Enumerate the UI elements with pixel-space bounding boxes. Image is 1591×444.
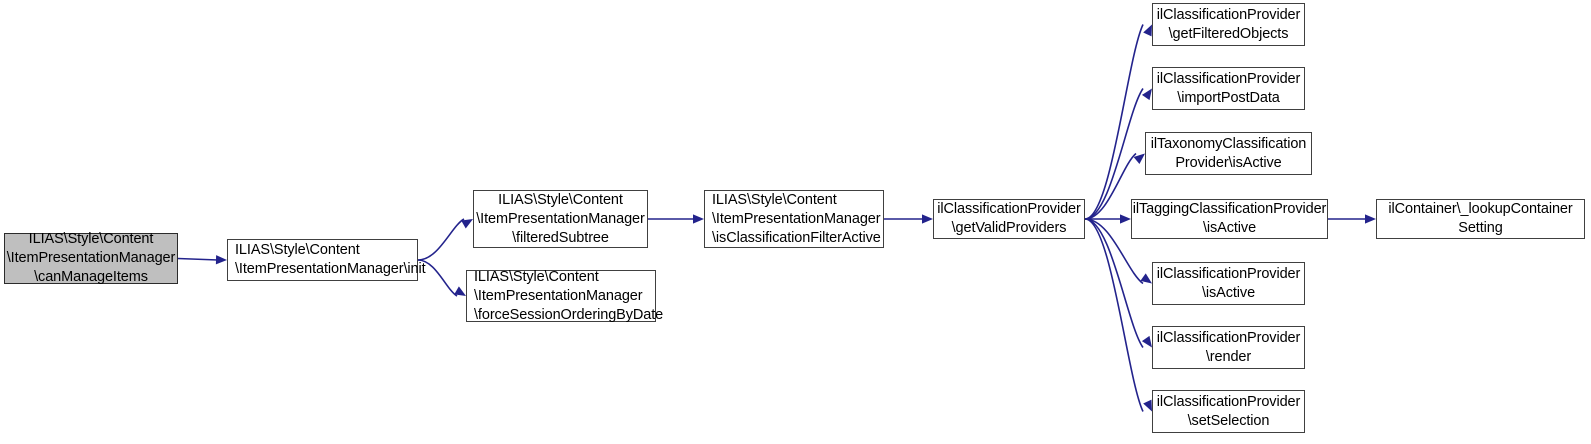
graph-node-label-line: ILIAS\Style\Content (28, 231, 154, 247)
graph-node-label-line: \importPostData (1177, 89, 1280, 106)
graph-arrowhead-isClassificationFilterActive-to-getValidProviders (922, 214, 933, 224)
graph-node-label-line: ilClassificationProvider (937, 201, 1081, 217)
graph-node-label-line: ILIAS\Style\Content (712, 191, 837, 208)
graph-node-label-line: Provider\isActive (1175, 154, 1282, 171)
graph-node-label-line: ILIAS\Style\Content (235, 242, 360, 258)
graph-node-importPostData[interactable]: ilClassificationProvider \importPostData (1152, 67, 1305, 110)
graph-arrowhead-getValidProviders-to-importPostData (1141, 88, 1152, 101)
graph-arrowhead-filteredSubtree-to-isClassificationFilterActive (693, 214, 704, 224)
graph-arrowhead-canManageItems-to-init (215, 255, 227, 265)
graph-node-init[interactable]: ILIAS\Style\Content \ItemPresentationMana… (227, 239, 426, 281)
graph-node-label-line: Setting (1458, 220, 1503, 236)
graph-node-isClassificationFilterActive[interactable]: ILIAS\Style\Content \ItemPresentationMana… (704, 190, 884, 248)
graph-arrowhead-init-to-forceSessionOrderingByDate (454, 286, 466, 296)
graph-node-label-line: \getFilteredObjects (1168, 25, 1289, 42)
graph-arrowhead-getValidProviders-to-taxonomyIsActive (1133, 153, 1145, 165)
graph-arrowhead-getValidProviders-to-setSelection (1143, 399, 1152, 412)
graph-node-label-line: ilClassificationProvider (1156, 393, 1301, 410)
graph-node-label-line: \ItemPresentationManager (476, 210, 645, 227)
graph-node-label-line: \getValidProviders (951, 220, 1067, 236)
graph-arrowhead-getValidProviders-to-taggingIsActive (1120, 214, 1131, 224)
graph-node-label-line: ILIAS\Style\Content (498, 191, 623, 208)
graph-edge-canManageItems-to-init (177, 257, 219, 261)
graph-node-label-line: \ItemPresentationManager (6, 250, 176, 266)
graph-arrowhead-getValidProviders-to-render (1141, 335, 1152, 348)
graph-arrowhead-getValidProviders-to-getFilteredObjects (1143, 24, 1152, 37)
graph-node-setSelection[interactable]: ilClassificationProvider \setSelection (1152, 390, 1305, 433)
graph-node-label-line: \filteredSubtree (512, 229, 609, 246)
graph-edge-getValidProviders-to-taxonomyIsActive (1084, 152, 1137, 220)
graph-node-taggingIsActive[interactable]: ilTaggingClassificationProvider \isActive (1131, 199, 1328, 239)
graph-arrowhead-getValidProviders-to-isActive (1140, 273, 1152, 284)
graph-node-render[interactable]: ilClassificationProvider \render (1152, 326, 1305, 369)
graph-node-label-line: \canManageItems (34, 269, 148, 285)
graph-arrowhead-init-to-filteredSubtree (461, 219, 473, 229)
graph-edge-init-to-filteredSubtree (417, 218, 465, 261)
graph-node-label-line: ilClassificationProvider (1156, 265, 1301, 282)
graph-node-label-line: ilTaggingClassificationProvider (1132, 201, 1327, 217)
graph-node-filteredSubtree[interactable]: ILIAS\Style\Content \ItemPresentationMana… (473, 190, 648, 248)
graph-arrowhead-taggingIsActive-to-lookupContainerSetting (1365, 214, 1376, 224)
graph-node-label-line: ilClassificationProvider (1156, 6, 1301, 23)
graph-node-label-line: ILIAS\Style\Content (474, 268, 599, 285)
graph-node-label-line: \ItemPresentationManager (474, 287, 643, 304)
graph-node-label-line: ilTaxonomyClassification (1150, 135, 1307, 152)
graph-node-label-line: ilContainer\_lookupContainer (1388, 201, 1573, 217)
graph-node-getFilteredObjects[interactable]: ilClassificationProvider \getFilteredObje… (1152, 3, 1305, 46)
graph-node-getValidProviders[interactable]: ilClassificationProvider \getValidProvide… (933, 199, 1085, 239)
graph-node-label-line: \isActive (1202, 220, 1257, 236)
graph-node-label-line: \isActive (1201, 284, 1256, 301)
graph-node-label-line: ilClassificationProvider (1156, 70, 1301, 87)
graph-node-label-line: \render (1205, 348, 1252, 365)
graph-node-label-line: \ItemPresentationManager (712, 210, 881, 227)
graph-node-label-line: \forceSessionOrderingByDate (474, 306, 664, 323)
graph-node-label-line: \setSelection (1187, 412, 1270, 429)
graph-node-isActive[interactable]: ilClassificationProvider \isActive (1152, 262, 1305, 305)
graph-node-label-line: ilClassificationProvider (1156, 329, 1301, 346)
graph-node-label-line: \isClassificationFilterActive (712, 229, 881, 246)
graph-node-forceSessionOrderingByDate[interactable]: ILIAS\Style\Content \ItemPresentationMana… (466, 268, 664, 323)
graph-node-label-line: \ItemPresentationManager\init (235, 261, 426, 277)
graph-node-canManageItems[interactable]: ILIAS\Style\Content \ItemPresentationMana… (4, 231, 178, 285)
graph-edge-getValidProviders-to-getFilteredObjects (1084, 24, 1144, 220)
graph-edge-getValidProviders-to-setSelection (1084, 218, 1144, 412)
